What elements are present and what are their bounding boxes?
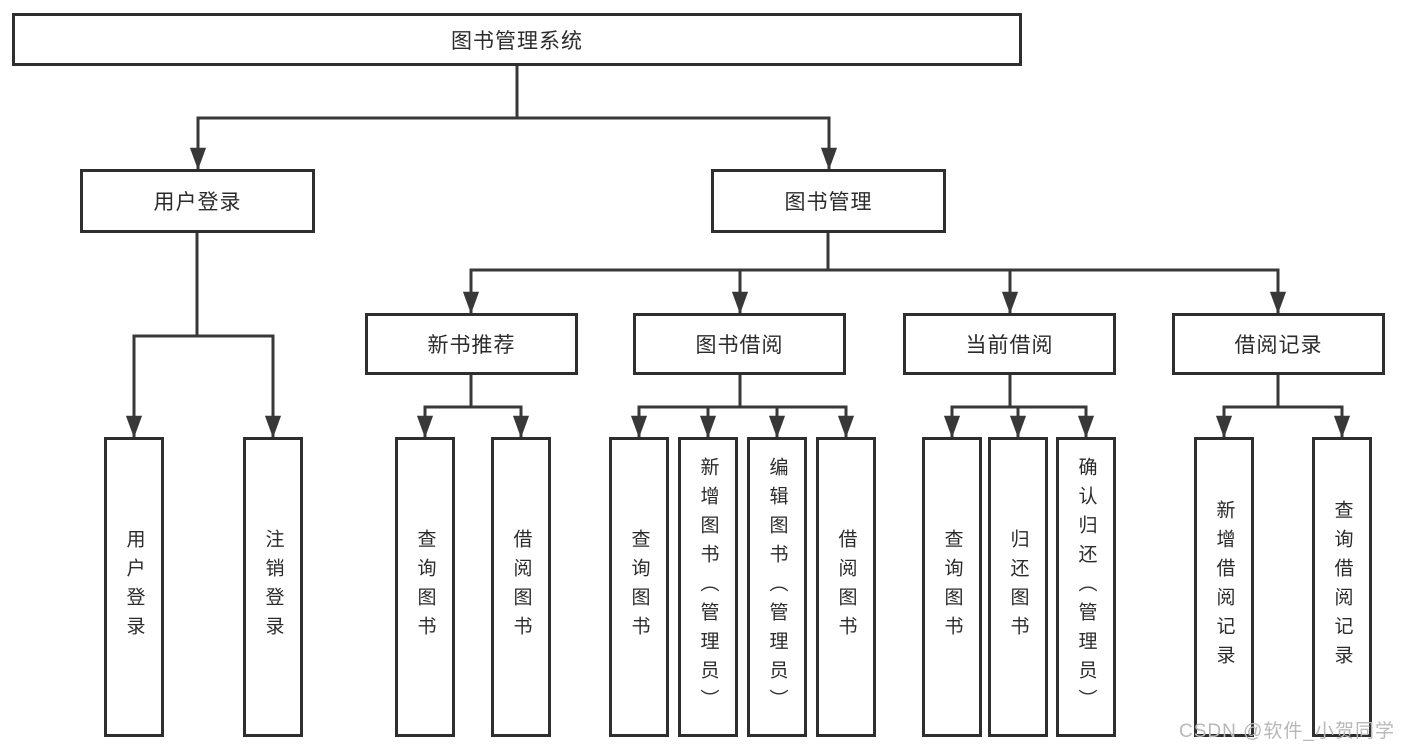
node-borrow-books-recommend-label: 借阅图书 (510, 529, 532, 645)
node-add-borrow-record: 新增借阅记录 (1194, 437, 1254, 737)
node-query-books-current: 查询图书 (922, 437, 982, 737)
node-borrowing-records-label: 借阅记录 (1234, 334, 1323, 357)
node-add-books-admin: 新增图书（管理员） (678, 437, 738, 737)
node-query-borrow-record: 查询借阅记录 (1312, 437, 1372, 737)
node-user-login: 用户登录 (80, 169, 315, 233)
node-book-borrowing-label: 图书借阅 (695, 334, 784, 357)
node-query-books-recommend-label: 查询图书 (414, 529, 436, 645)
node-borrow-books-borrowing-label: 借阅图书 (835, 529, 857, 645)
node-logout: 注销登录 (243, 437, 303, 737)
node-borrowing-records: 借阅记录 (1172, 313, 1385, 375)
node-user-login-leaf-label: 用户登录 (123, 529, 145, 645)
node-current-borrowing-label: 当前借阅 (965, 334, 1054, 357)
node-user-login-leaf: 用户登录 (104, 437, 164, 737)
node-return-books: 归还图书 (988, 437, 1048, 737)
node-borrow-books-recommend: 借阅图书 (491, 437, 551, 737)
node-borrow-books-borrowing: 借阅图书 (816, 437, 876, 737)
node-query-borrow-record-label: 查询借阅记录 (1331, 500, 1353, 674)
watermark: CSDN @软件_小贺同学 (1179, 721, 1395, 742)
node-new-book-recommendation: 新书推荐 (365, 313, 578, 375)
node-edit-books-admin-label: 编辑图书（管理员） (766, 456, 788, 718)
node-book-borrowing: 图书借阅 (633, 313, 846, 375)
node-book-management: 图书管理 (711, 169, 946, 233)
node-user-login-label: 用户登录 (153, 191, 242, 214)
node-root: 图书管理系统 (12, 13, 1022, 66)
node-query-books-borrowing-label: 查询图书 (628, 529, 650, 645)
node-query-books-current-label: 查询图书 (941, 529, 963, 645)
node-new-book-recommendation-label: 新书推荐 (427, 334, 516, 357)
node-edit-books-admin: 编辑图书（管理员） (747, 437, 807, 737)
node-book-management-label: 图书管理 (784, 191, 873, 214)
node-return-books-label: 归还图书 (1007, 529, 1029, 645)
node-root-label: 图书管理系统 (451, 29, 583, 53)
node-add-books-admin-label: 新增图书（管理员） (697, 456, 719, 718)
node-confirm-return-admin-label: 确认归还（管理员） (1075, 456, 1097, 718)
node-logout-label: 注销登录 (262, 529, 284, 645)
node-current-borrowing: 当前借阅 (903, 313, 1116, 375)
node-add-borrow-record-label: 新增借阅记录 (1213, 500, 1235, 674)
node-query-books-recommend: 查询图书 (395, 437, 455, 737)
node-query-books-borrowing: 查询图书 (609, 437, 669, 737)
node-confirm-return-admin: 确认归还（管理员） (1056, 437, 1116, 737)
